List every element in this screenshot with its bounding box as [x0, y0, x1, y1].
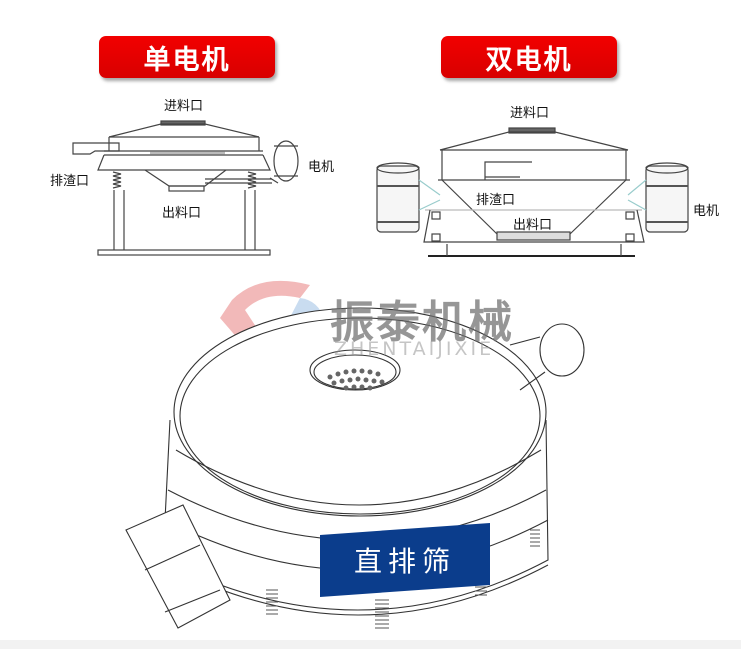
single-motor-label: 电机 [308, 160, 335, 175]
single-inlet-label: 进料口 [164, 99, 204, 114]
single-slag-outlet-label: 排渣口 [50, 174, 90, 189]
dual-slag-outlet-label: 排渣口 [476, 193, 516, 208]
single-motor-title: 单电机 [99, 36, 275, 78]
dual-motor-title-text: 双电机 [485, 44, 573, 76]
dual-inlet-label: 进料口 [510, 106, 550, 121]
bottom-strip [0, 640, 741, 649]
dual-motor-label: 电机 [693, 204, 720, 219]
dual-motor-diagram [376, 127, 689, 257]
product-name-text: 直排筛 [353, 545, 456, 579]
dual-outlet-label: 出料口 [513, 218, 553, 233]
product-name-plate: 直排筛 [320, 523, 490, 597]
single-motor-title-text: 单电机 [143, 44, 231, 76]
dual-motor-title: 双电机 [441, 36, 617, 78]
single-motor-diagram [72, 120, 299, 256]
watermark-brand-en: ZHENTAIJIXIE [334, 338, 495, 360]
watermark-brand-cn: 振泰机械 [330, 297, 514, 348]
single-outlet-label: 出料口 [162, 206, 202, 221]
